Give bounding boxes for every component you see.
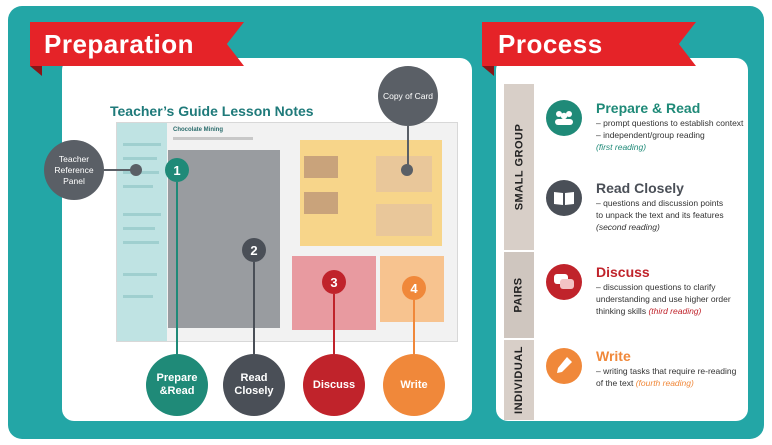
step-description: – independent/group reading	[596, 130, 705, 140]
banner-fold	[482, 66, 494, 76]
text-line	[123, 157, 157, 160]
write-circle: Write	[383, 354, 445, 416]
marker-3: 3	[322, 270, 346, 294]
text-line	[123, 143, 161, 146]
text-line	[123, 213, 161, 216]
step-title: Read Closely	[596, 180, 684, 196]
connector-line	[176, 182, 178, 354]
step-description: – prompt questions to establish context	[596, 118, 744, 128]
step-description: – writing tasks that require re-reading	[596, 366, 737, 376]
copy-of-card-callout: Copy of Card	[378, 66, 438, 126]
text-line	[123, 273, 157, 276]
step-note: (third reading)	[648, 306, 702, 316]
process-panel	[496, 58, 748, 421]
callout-line	[407, 126, 409, 166]
process-banner: Process	[482, 22, 696, 66]
read-closely-circle: Read Closely	[223, 354, 285, 416]
step-description: of the text (fourth reading)	[596, 378, 694, 388]
step-title: Discuss	[596, 264, 650, 280]
pairs-tab: PAIRS	[504, 252, 534, 338]
text-line	[123, 185, 153, 188]
teacher-reference-sidebar	[117, 123, 167, 341]
marker-2: 2	[242, 238, 266, 262]
grouping-tabs: SMALL GROUP PAIRS INDIVIDUAL	[504, 84, 534, 420]
prepare-read-circle: Prepare &Read	[146, 354, 208, 416]
discuss-circle: Discuss	[303, 354, 365, 416]
teacher-reference-panel-callout: Teacher Reference Panel	[44, 140, 104, 200]
book-icon	[546, 180, 582, 216]
step-description: – questions and discussion points	[596, 198, 724, 208]
small-group-tab: SMALL GROUP	[504, 84, 534, 250]
step-note: (second reading)	[596, 222, 660, 232]
people-icon	[546, 100, 582, 136]
step-title: Write	[596, 348, 631, 364]
callout-dot	[401, 164, 413, 176]
chat-icon	[546, 264, 582, 300]
marker-4: 4	[402, 276, 426, 300]
connector-line	[333, 294, 335, 354]
text-line	[173, 137, 253, 140]
preparation-banner: Preparation	[30, 22, 244, 66]
connector-line	[253, 262, 255, 354]
individual-tab: INDIVIDUAL	[504, 340, 534, 420]
step-note: (first reading)	[596, 142, 647, 152]
document-header: Chocolate Mining	[173, 127, 223, 133]
step-note: (fourth reading)	[635, 378, 694, 388]
lesson-notes-title: Teacher’s Guide Lesson Notes	[110, 103, 314, 119]
step-description: thinking skills (third reading)	[596, 306, 702, 316]
pencil-icon	[546, 348, 582, 384]
callout-line	[104, 169, 134, 171]
step-description: understanding and use higher order	[596, 294, 731, 304]
step-description: to unpack the text and its features	[596, 210, 724, 220]
marker-1: 1	[165, 158, 189, 182]
read-closely-column	[168, 150, 280, 328]
connector-line	[413, 300, 415, 354]
callout-dot	[130, 164, 142, 176]
card-photo	[376, 204, 432, 236]
text-line	[123, 295, 153, 298]
text-line	[123, 241, 159, 244]
text-line	[123, 227, 155, 230]
step-title: Prepare & Read	[596, 100, 701, 116]
step-description: – discussion questions to clarify	[596, 282, 716, 292]
card-photo	[304, 192, 338, 214]
card-photo	[304, 156, 338, 178]
banner-fold	[30, 66, 42, 76]
